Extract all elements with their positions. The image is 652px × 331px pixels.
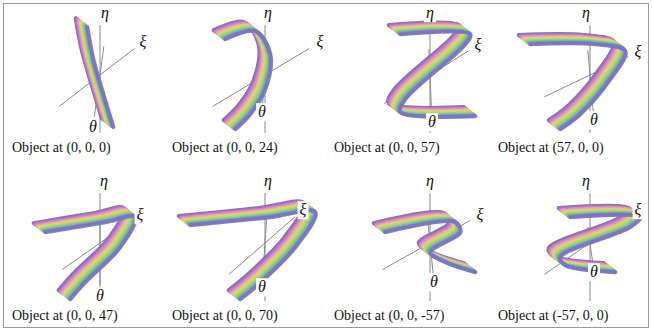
- panel-caption: Object at (0, 0, -57): [332, 308, 446, 323]
- tube-strand: [560, 215, 640, 272]
- tube-strand: [45, 216, 135, 299]
- tube-strand: [223, 29, 269, 127]
- axis-label: θ: [426, 113, 438, 131]
- tube-strand: [44, 215, 134, 298]
- axis-label: η: [580, 172, 592, 190]
- panel-illustration: [179, 193, 316, 301]
- panel-caption: Object at (-57, 0, 0): [496, 308, 610, 323]
- axis-label: ξ: [633, 201, 644, 219]
- axis-label: η: [99, 4, 111, 22]
- tube-strand: [385, 220, 475, 271]
- tube-strand: [385, 221, 475, 272]
- tube-strand: [530, 43, 625, 129]
- tube-strand: [87, 27, 113, 127]
- axis-label: ξ: [633, 43, 644, 61]
- axis-label: θ: [428, 273, 440, 291]
- panel-caption: Object at (0, 0, 0): [10, 140, 113, 155]
- tube-strand: [190, 210, 316, 299]
- axis-label: ξ: [475, 206, 486, 224]
- tube-strand: [529, 42, 624, 128]
- panel-caption: Object at (0, 0, 47): [10, 308, 120, 323]
- axis-label: η: [580, 4, 592, 22]
- panel-illustration: [374, 193, 476, 301]
- figure-border: [4, 4, 649, 328]
- panel-caption: Object at (0, 0, 57): [332, 140, 442, 155]
- tube-strand: [222, 28, 268, 126]
- axis-label: θ: [256, 278, 268, 296]
- axis-label: θ: [87, 118, 99, 136]
- axis-label: θ: [256, 103, 268, 121]
- panel-caption: Object at (0, 0, 70): [170, 308, 280, 323]
- axis-label: η: [424, 172, 436, 190]
- panel-illustration: [544, 193, 640, 301]
- panel-illustration: [384, 22, 475, 133]
- axis-label: ξ: [315, 33, 326, 51]
- axis-label: θ: [94, 287, 106, 305]
- tube-strand: [87, 27, 113, 127]
- tube-strand: [399, 31, 475, 116]
- tube-strand: [45, 215, 135, 298]
- axis-label: ξ: [473, 36, 484, 54]
- panel-caption: Object at (57, 0, 0): [496, 140, 606, 155]
- panel-illustration: [34, 193, 136, 301]
- tube-strand: [400, 32, 476, 117]
- axis-label: ξ: [298, 201, 309, 219]
- axis-label: η: [98, 172, 110, 190]
- axis-label: ξ: [135, 206, 146, 224]
- axis-label: ξ: [138, 33, 149, 51]
- tube-strand: [224, 29, 270, 127]
- panel-illustration: [59, 18, 134, 133]
- panel-caption: Object at (0, 0, 24): [170, 140, 280, 155]
- tube-strand: [558, 214, 638, 271]
- panel-illustration: [213, 22, 309, 133]
- axis-label: η: [424, 4, 436, 22]
- tube-strand: [225, 31, 271, 129]
- panel-illustration: [519, 25, 629, 133]
- axis-label: η: [262, 172, 274, 190]
- tube-strand: [530, 43, 625, 129]
- axis-label: θ: [588, 111, 600, 129]
- tube-strand: [190, 210, 316, 299]
- tube-strand: [225, 30, 271, 128]
- axis-label: η: [262, 4, 274, 22]
- axis-label: θ: [588, 263, 600, 281]
